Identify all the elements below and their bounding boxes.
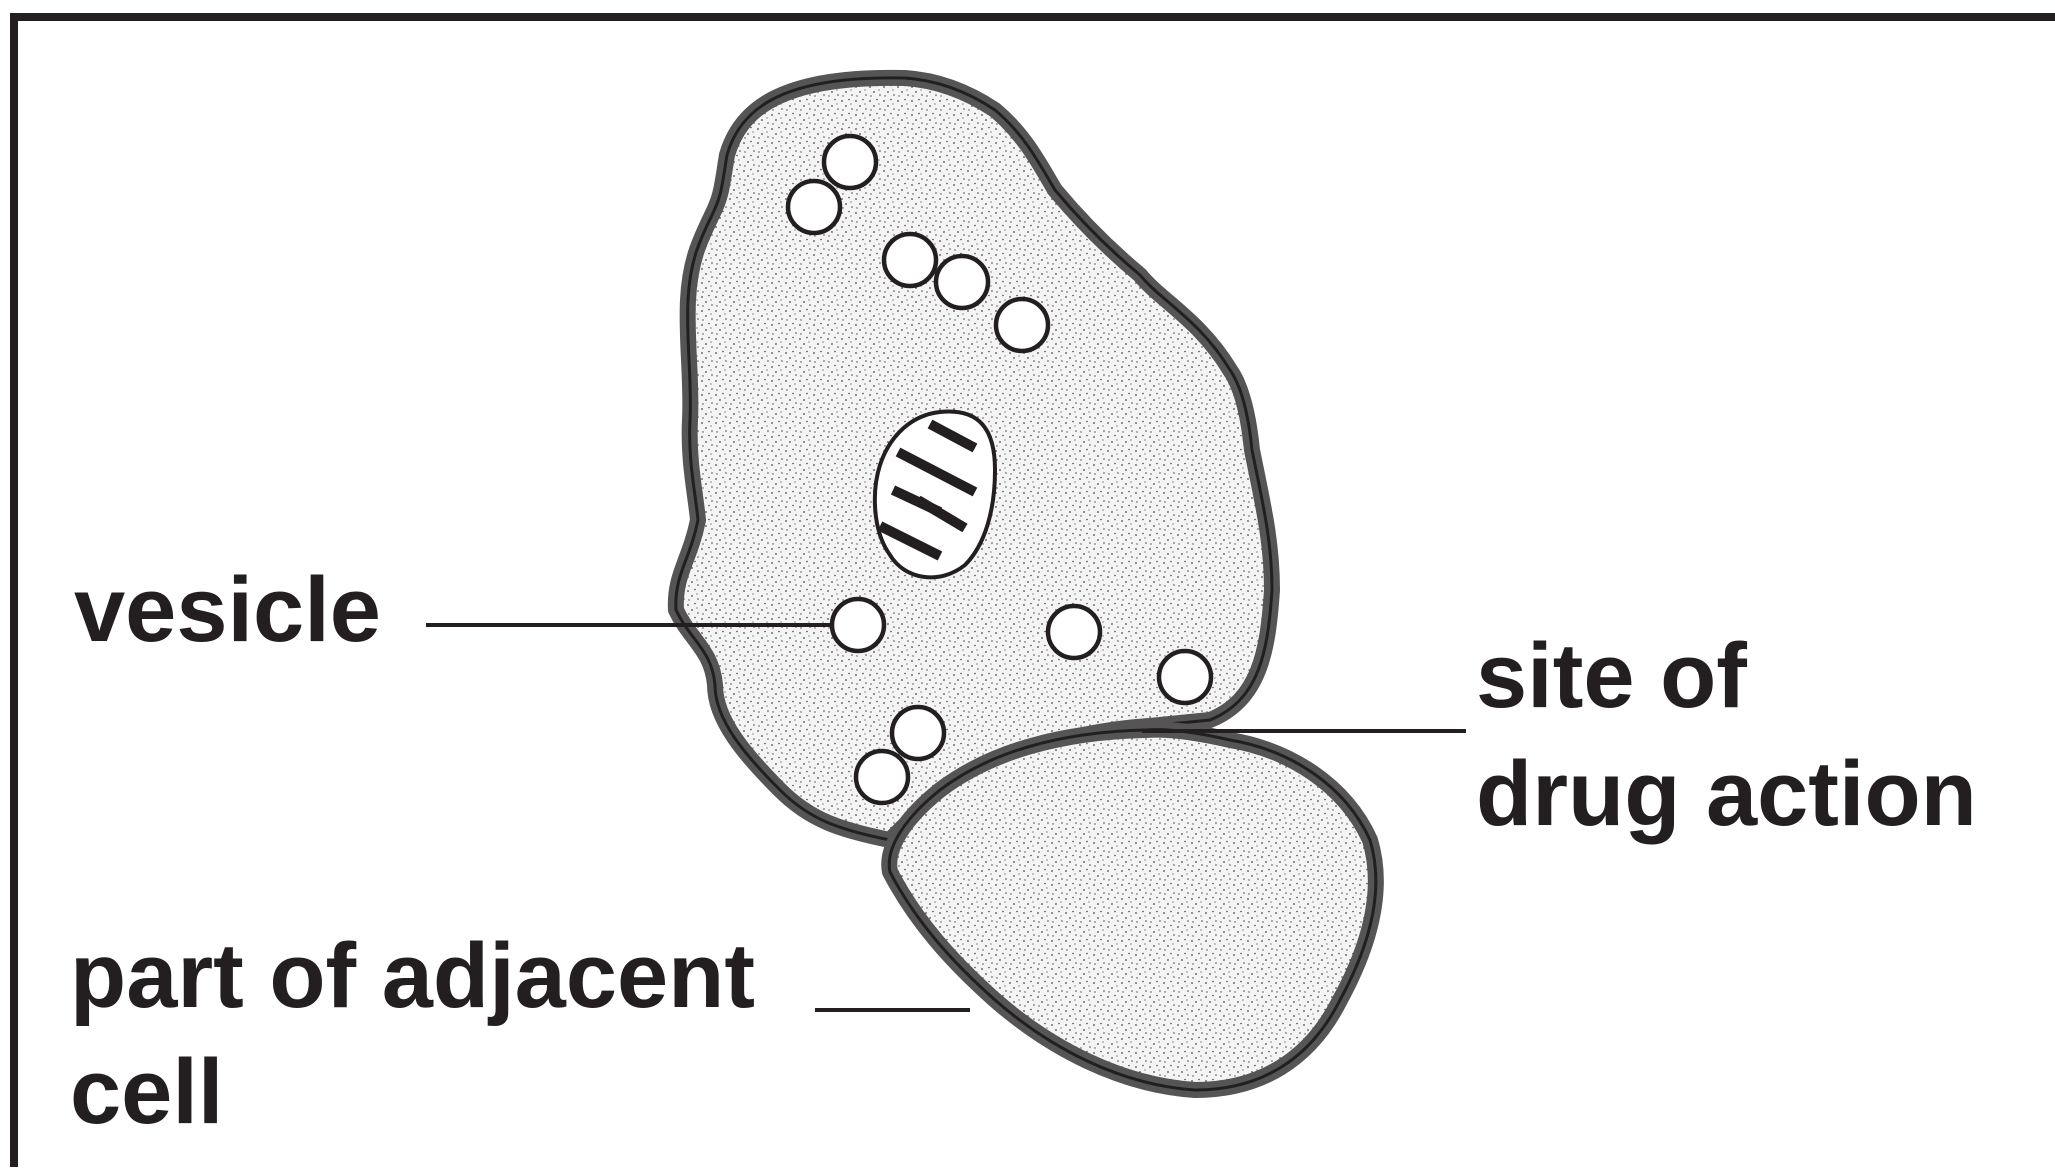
adjacent-cell [889, 730, 1376, 1090]
vesicle [832, 599, 884, 651]
vesicle [936, 256, 988, 308]
label-adjacent-cell-line2: cell [70, 1046, 223, 1138]
label-site-of-drug-action-line1: site of [1476, 630, 1747, 722]
label-site-of-drug-action-line2: drug action [1476, 748, 1977, 840]
vesicle [892, 707, 944, 759]
vesicle [996, 299, 1048, 351]
vesicle [788, 181, 840, 233]
adjacent-cell-membrane [889, 730, 1376, 1090]
vesicle [856, 751, 908, 803]
vesicle [1048, 606, 1100, 658]
vesicle [824, 136, 876, 188]
vesicle [1159, 651, 1211, 703]
label-vesicle: vesicle [74, 564, 381, 656]
label-adjacent-cell-line1: part of adjacent [70, 930, 755, 1022]
vesicle [884, 234, 936, 286]
